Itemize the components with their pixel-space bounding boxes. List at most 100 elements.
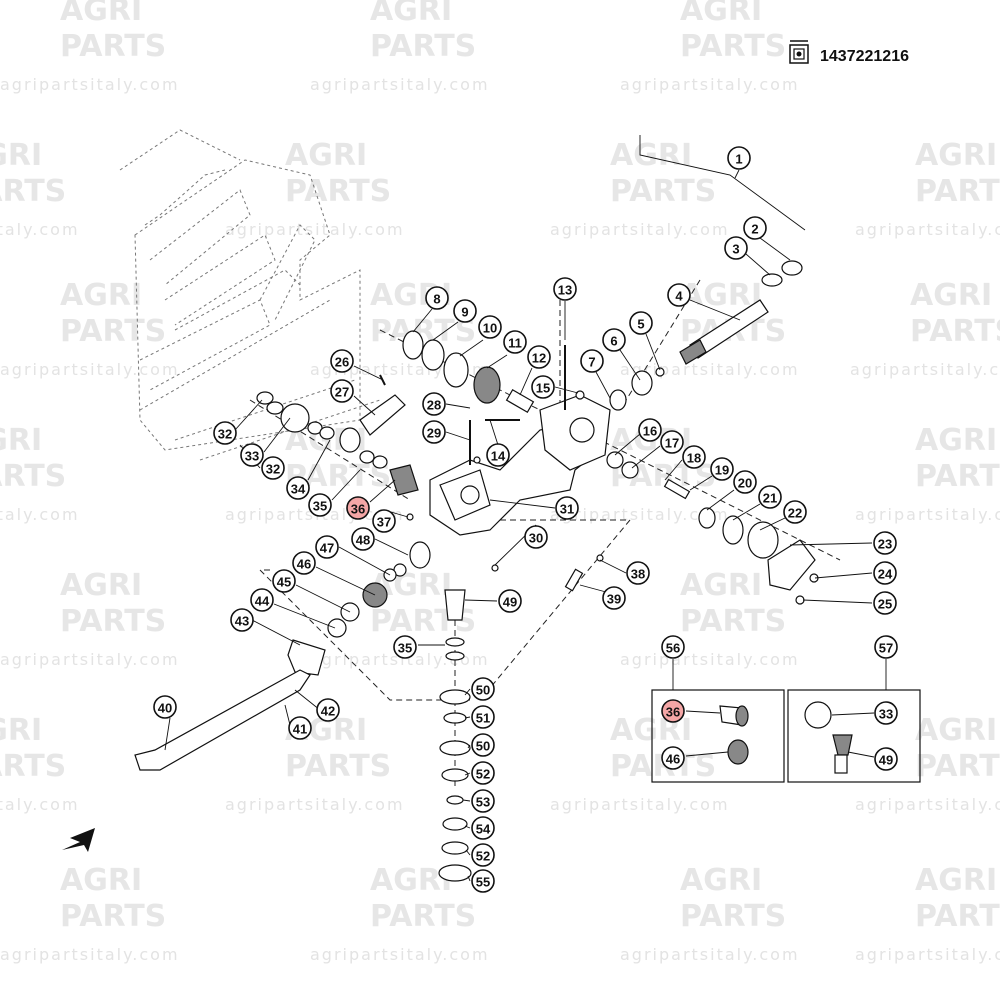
callout-bubble [743, 216, 767, 240]
callout-leader [802, 599, 873, 604]
callout-number: 52 [476, 767, 490, 782]
callout-leader [331, 469, 361, 501]
watermark-line2: PARTS [915, 749, 1000, 784]
callout-leader [464, 599, 498, 602]
callout-16: 16 [638, 418, 662, 442]
callout-number: 46 [297, 557, 311, 572]
callout-leader [486, 354, 508, 369]
callout-bubble [471, 816, 495, 840]
callout-leader [467, 744, 471, 749]
gearbox-housing [429, 394, 611, 536]
callout-number: 45 [277, 575, 291, 590]
callout-2: 2 [743, 216, 767, 240]
callout-number: 56 [666, 641, 680, 656]
callout-30: 30 [524, 525, 548, 549]
watermark-url: agripartsitaly.com [855, 945, 1000, 964]
watermark-line1: AGRI [680, 0, 762, 28]
callout-28: 28 [422, 392, 446, 416]
callout-1: 1 [727, 146, 751, 170]
callout-bubble [478, 315, 502, 339]
callout-number: 55 [476, 875, 490, 890]
callout-5: 5 [629, 311, 653, 335]
callout-number: 7 [588, 355, 595, 370]
watermark-line2: PARTS [0, 459, 66, 494]
callout-53: 53 [471, 789, 495, 813]
watermark-url: agripartsitaly.com [310, 945, 490, 964]
callout-46: 46 [292, 551, 316, 575]
callout-leader [599, 559, 627, 574]
callout-bubble [580, 349, 604, 373]
callout-leader [619, 349, 641, 381]
callout-leader [789, 542, 873, 546]
callout-9: 9 [453, 299, 477, 323]
reference-code: 1437221216 [820, 48, 909, 65]
watermark-url: agripartsitaly.com [855, 220, 1000, 239]
callout-number: 27 [335, 385, 349, 400]
callout-number: 28 [427, 398, 441, 413]
callout-33: 33 [240, 443, 264, 467]
callout-leader [759, 237, 791, 261]
watermark-line2: PARTS [680, 899, 786, 934]
callout-bubble [553, 277, 577, 301]
callout-leader [315, 566, 376, 596]
callout-bubble [555, 496, 579, 520]
callout-24: 24 [873, 561, 897, 585]
callout-number: 29 [427, 426, 441, 441]
callout-bubble [661, 635, 685, 659]
callout-bubble [272, 569, 296, 593]
callout-number: 30 [529, 531, 543, 546]
watermark-line2: PARTS [910, 314, 1000, 349]
callout-number: 25 [878, 597, 892, 612]
callout-number: 24 [878, 567, 893, 582]
callout-number: 8 [433, 292, 440, 307]
watermark-line2: PARTS [610, 174, 716, 209]
callout-45: 45 [272, 569, 296, 593]
callout-37: 37 [372, 509, 396, 533]
callout-leader [759, 517, 786, 531]
watermark-url: agripartsitaly.com [550, 795, 730, 814]
callout-bubble [498, 589, 522, 613]
callout-leader [614, 433, 641, 456]
callout-leader [234, 399, 263, 431]
callout-leader [464, 716, 471, 719]
callout-21: 21 [758, 485, 782, 509]
callout-34: 34 [286, 476, 310, 500]
callout-number: 14 [491, 449, 506, 464]
watermark-url: agripartsitaly.com [225, 220, 405, 239]
callout-bubble [524, 525, 548, 549]
callout-leader [554, 386, 579, 394]
watermark-line2: PARTS [370, 899, 476, 934]
callout-leader [432, 321, 459, 341]
callout-number: 11 [508, 336, 522, 351]
callout-leader [489, 419, 499, 446]
callout-leader [445, 403, 471, 409]
watermark-line1: AGRI [60, 278, 142, 313]
callout-number: 42 [321, 704, 335, 719]
callout-4: 4 [667, 283, 691, 307]
callout-number: 9 [461, 305, 468, 320]
watermark-line1: AGRI [285, 138, 367, 173]
callout-50: 50 [471, 677, 495, 701]
callout-bubble [351, 527, 375, 551]
callout-36: 36 [346, 496, 370, 520]
ghost-chain-assembly [119, 129, 381, 461]
watermark-line1: AGRI [0, 138, 42, 173]
callout-number: 34 [291, 482, 306, 497]
callout-leader [732, 503, 761, 521]
callout-number: 47 [320, 541, 334, 556]
callout-number: 52 [476, 849, 490, 864]
callout-31: 31 [555, 496, 579, 520]
callout-leader [353, 365, 384, 381]
callout-bubble [315, 535, 339, 559]
callout-bubble [661, 746, 685, 770]
callout-leader [595, 371, 611, 399]
callout-leader [353, 395, 376, 416]
callout-number: 5 [637, 317, 644, 332]
callout-number: 26 [335, 355, 349, 370]
